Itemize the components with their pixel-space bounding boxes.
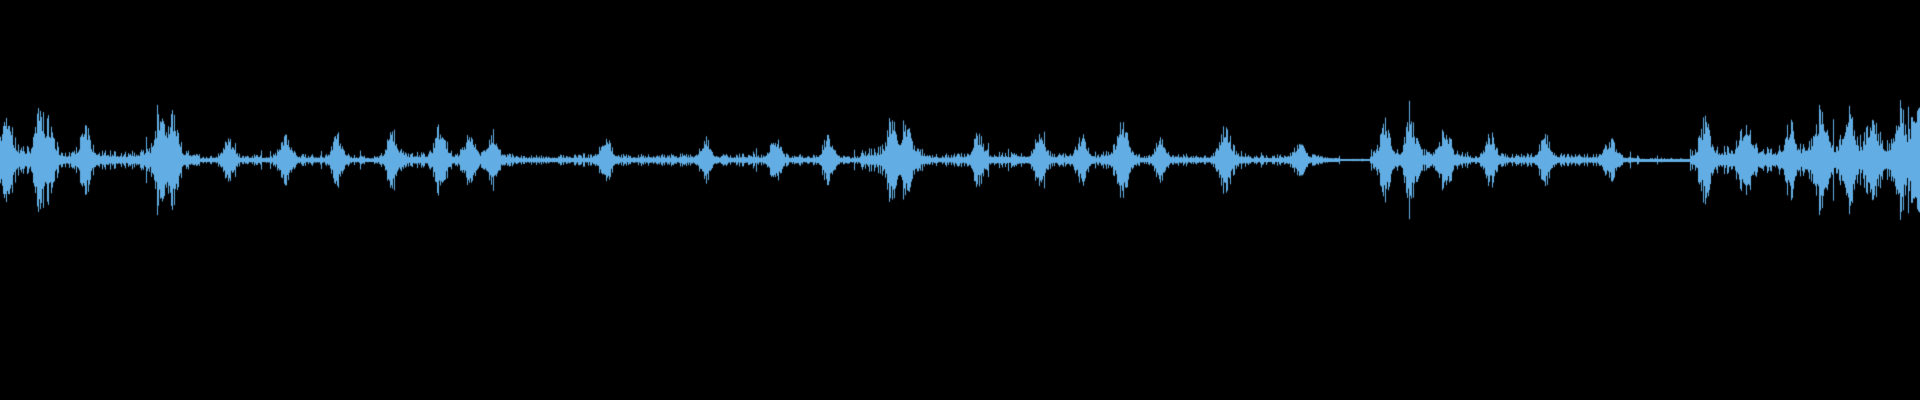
waveform-plot[interactable] (0, 0, 1920, 400)
waveform-viewer[interactable] (0, 0, 1920, 400)
